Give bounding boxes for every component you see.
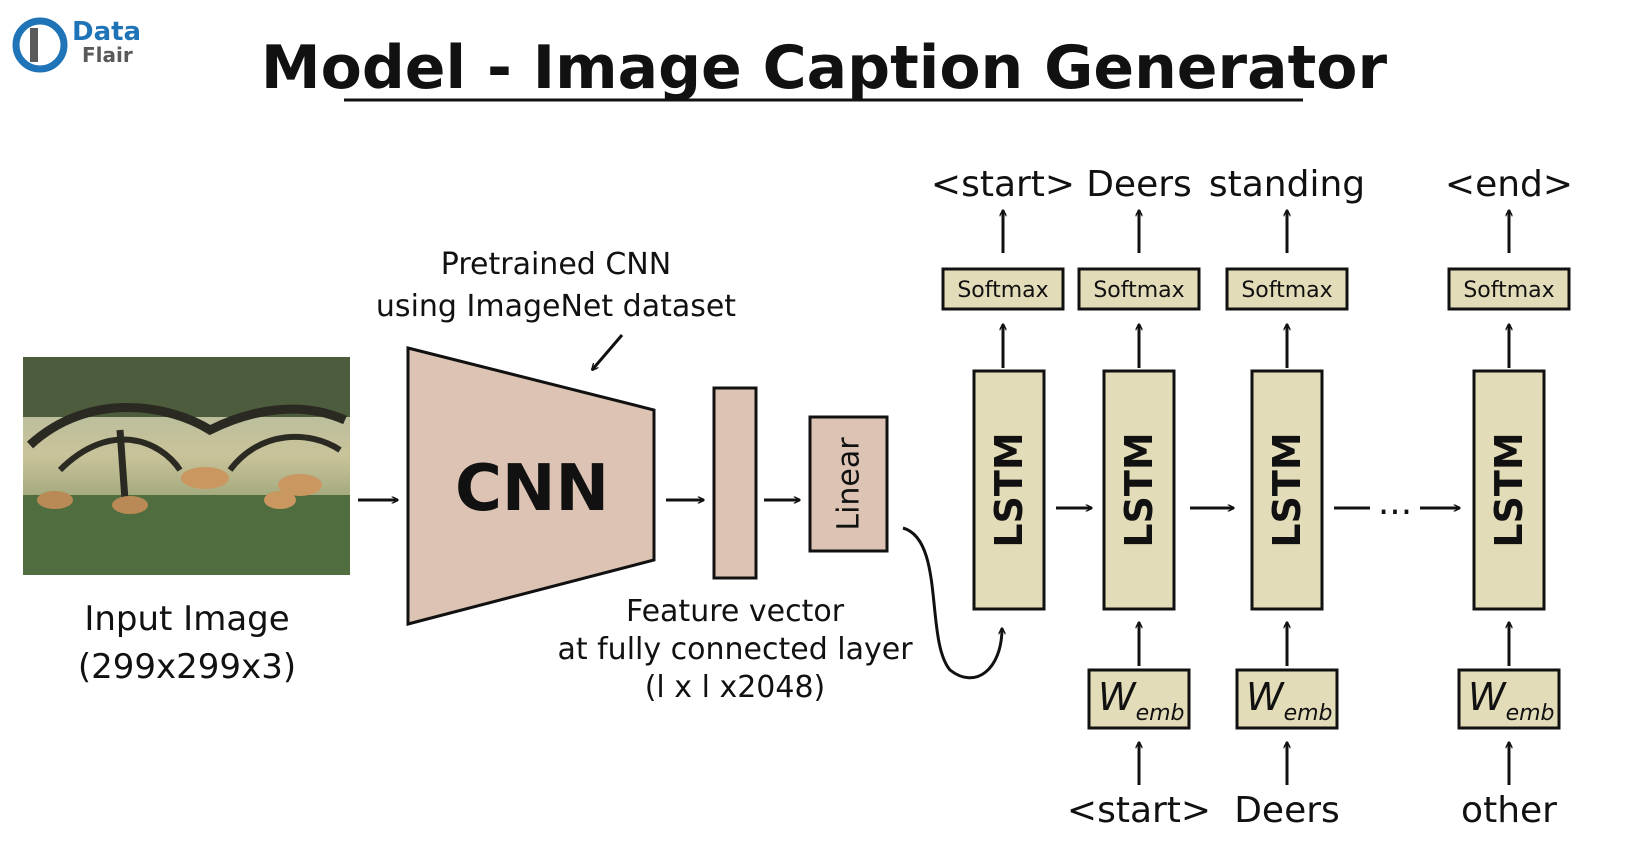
softmax-box-1 xyxy=(941,267,1065,311)
logo-line1: Data xyxy=(72,17,141,47)
feature-vector-line1: Feature vector xyxy=(626,594,845,629)
softmax-box-2 xyxy=(1077,267,1201,311)
wemb-label-2: Wemb xyxy=(1098,675,1185,726)
lstm-label-3: LSTM xyxy=(1265,432,1309,547)
output-word-1: <start> xyxy=(931,164,1075,205)
output-word-3: standing xyxy=(1209,164,1365,205)
input-image-label: Input Image xyxy=(84,599,289,639)
wemb-box-2 xyxy=(1087,668,1191,730)
dataflair-logo: Data Flair xyxy=(12,17,141,73)
arrow-linear-to-lstm xyxy=(902,526,1002,680)
feature-vector-line2: at fully connected layer xyxy=(557,632,913,667)
softmax-label-4: Softmax xyxy=(1463,278,1554,303)
page-title: Model - Image Caption Generator xyxy=(261,33,1388,103)
step-column-3: Softmax LSTM Wemb Deers xyxy=(1225,210,1349,831)
cnn-block xyxy=(406,346,656,626)
step-column-1: Softmax LSTM xyxy=(941,210,1065,611)
logo-ring-icon xyxy=(12,17,68,73)
cnn-note-line1: Pretrained CNN xyxy=(441,247,671,282)
lstm-label-4: LSTM xyxy=(1487,432,1531,547)
softmax-box-3 xyxy=(1225,267,1349,311)
step-column-4: Softmax LSTM Wemb other xyxy=(1447,210,1571,831)
arrow-note-to-cnn xyxy=(592,334,624,370)
softmax-box-4 xyxy=(1447,267,1571,311)
input-image xyxy=(23,357,350,575)
input-image-size: (299x299x3) xyxy=(78,647,296,687)
lstm-block-2 xyxy=(1102,369,1176,611)
step-column-2: Softmax LSTM Wemb <start> xyxy=(1067,210,1211,831)
cnn-label: CNN xyxy=(455,452,609,526)
output-word-4: <end> xyxy=(1445,164,1573,205)
lstm-block-3 xyxy=(1250,369,1324,611)
linear-block xyxy=(808,415,889,553)
linear-label: Linear xyxy=(832,437,867,531)
wemb-box-3 xyxy=(1235,668,1339,730)
output-word-2: Deers xyxy=(1086,164,1192,205)
ellipsis: ... xyxy=(1378,482,1412,523)
wemb-label-3: Wemb xyxy=(1246,675,1333,726)
input-word-2: Deers xyxy=(1234,790,1340,831)
input-word-3: other xyxy=(1461,790,1557,831)
lstm-label-1: LSTM xyxy=(987,432,1031,547)
lstm-block-1 xyxy=(972,369,1046,611)
softmax-label-3: Softmax xyxy=(1241,278,1332,303)
feature-vector-block xyxy=(712,386,758,580)
input-word-1: <start> xyxy=(1067,790,1211,831)
wemb-label-4: Wemb xyxy=(1468,675,1555,726)
lstm-label-2: LSTM xyxy=(1117,432,1161,547)
wemb-box-4 xyxy=(1457,668,1561,730)
logo-bar-icon xyxy=(30,28,38,62)
logo-line2: Flair xyxy=(82,43,133,67)
cnn-note-line2: using ImageNet dataset xyxy=(376,289,736,324)
softmax-label-1: Softmax xyxy=(957,278,1048,303)
feature-vector-line3: (l x l x2048) xyxy=(645,670,826,705)
softmax-label-2: Softmax xyxy=(1093,278,1184,303)
lstm-block-4 xyxy=(1472,369,1546,611)
